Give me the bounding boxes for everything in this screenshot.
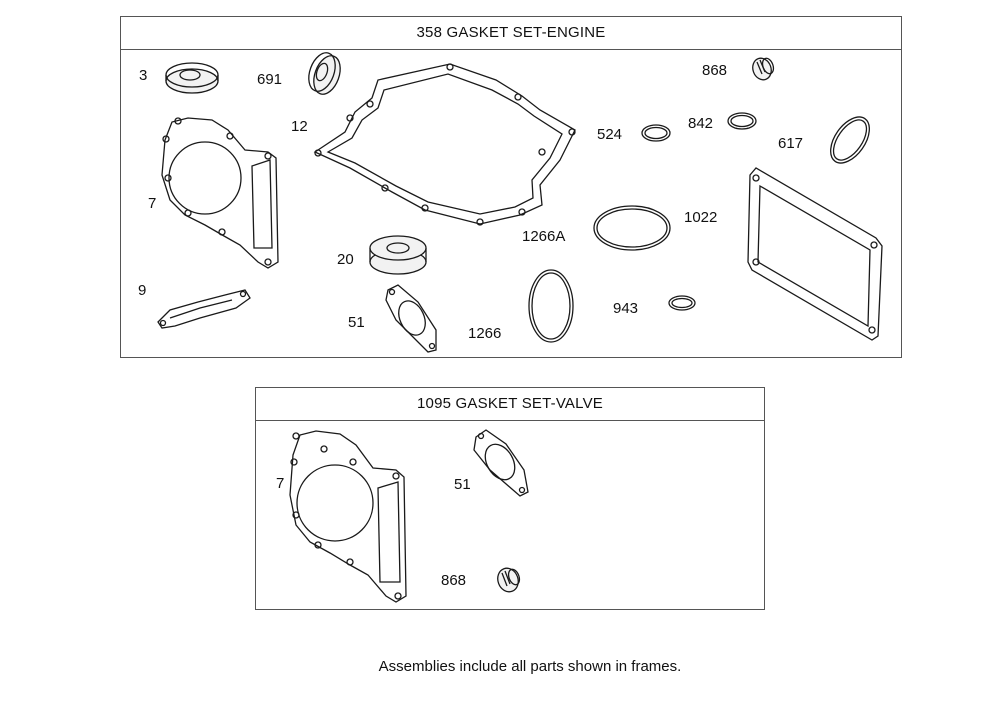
part-label-51: 51 (348, 314, 365, 331)
part-label-1266a: 1266A (522, 228, 566, 245)
part-842-ring-drawing (727, 112, 757, 130)
part-12-crankcase-gasket-drawing (313, 63, 576, 226)
part-51-intake-gasket-drawing (385, 284, 437, 353)
part-valve-cover-gasket-drawing (747, 167, 883, 341)
part-943-ring-drawing (668, 295, 696, 311)
valve-part-868-valve-seal-drawing (497, 567, 521, 593)
part-label-617: 617 (778, 135, 804, 152)
footnote: Assemblies include all parts shown in fr… (378, 658, 682, 675)
part-label-1266: 1266 (468, 325, 502, 342)
valve-part-label-868: 868 (441, 572, 467, 589)
part-524-ring-drawing (641, 124, 671, 142)
part-label-868: 868 (702, 62, 728, 79)
valve-part-label-7: 7 (276, 475, 285, 492)
part-label-3: 3 (139, 67, 148, 84)
part-691-seal-drawing (308, 52, 341, 95)
part-7-head-gasket-drawing (161, 117, 279, 269)
part-3-seal-drawing (165, 62, 219, 94)
part-label-691: 691 (257, 71, 283, 88)
part-617-oring-drawing (830, 116, 870, 164)
frame-title-valve: 1095 GASKET SET-VALVE (256, 388, 764, 421)
part-label-943: 943 (613, 300, 639, 317)
part-1022-oring-drawing (593, 205, 671, 251)
part-9-exhaust-gasket-drawing (157, 289, 251, 329)
frame-title-engine: 358 GASKET SET-ENGINE (121, 17, 901, 50)
part-label-524: 524 (597, 126, 623, 143)
part-label-7: 7 (148, 195, 157, 212)
part-label-842: 842 (688, 115, 714, 132)
valve-part-7-head-gasket-drawing (289, 430, 407, 603)
part-label-20: 20 (337, 251, 354, 268)
valve-part-label-51: 51 (454, 476, 471, 493)
part-1266-oring-drawing (528, 269, 574, 343)
part-20-seal-drawing (369, 235, 427, 275)
part-868-valve-seal-drawing (752, 57, 775, 81)
part-label-12: 12 (291, 118, 308, 135)
frame-gasket-set-valve: 1095 GASKET SET-VALVE (255, 387, 765, 610)
part-label-9: 9 (138, 282, 147, 299)
part-label-1022: 1022 (684, 209, 718, 226)
valve-part-51-intake-gasket-drawing (473, 429, 529, 497)
